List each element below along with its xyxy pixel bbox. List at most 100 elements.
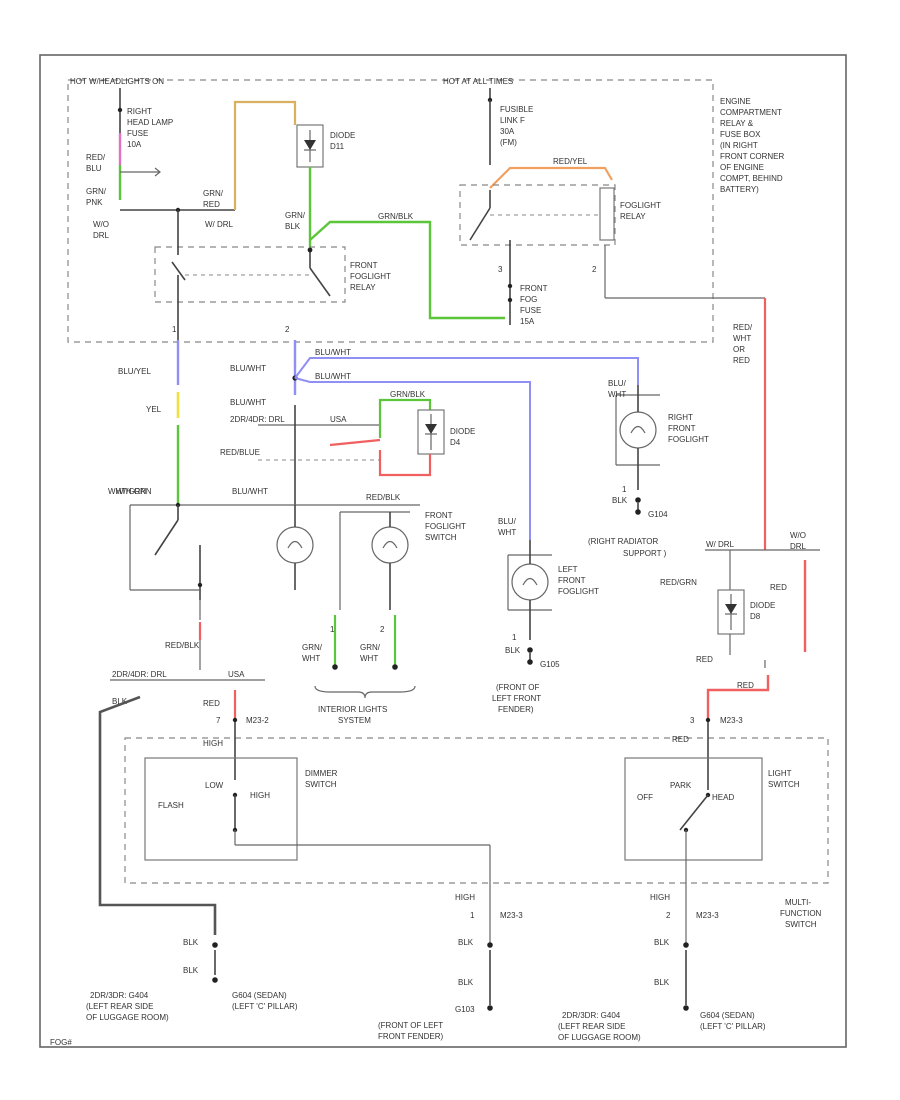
pin-label-mid: 2 [285,325,290,334]
engine-compartment-box [67,79,714,343]
dimmer-high-label: HIGH [250,791,270,800]
label-grn-red-2: RED [203,200,220,209]
label-grn-wht-1b: WHT [302,654,320,663]
ground-g5-label-1: G604 (SEDAN) [700,1011,755,1020]
interior-lights-label-1: INTERIOR LIGHTS [318,705,387,714]
engine-box-label-8: COMPT, BEHIND [720,174,783,183]
wire-grn-d4 [378,398,432,438]
label-blk-b1: BLK [183,938,199,947]
ground-g4-label-1: 2DR/3DR: G404 [562,1011,621,1020]
diode-d4-label-1: DIODE [450,427,475,436]
label-blk-b3: BLK [458,938,474,947]
label-blk-g104: BLK [612,496,628,505]
front-foglight-relay-label-2: FOGLIGHT [350,272,391,281]
ground-g5-label-2: (LEFT 'C' PILLAR) [700,1022,766,1031]
label-m23-2: M23-2 [246,716,269,725]
label-blu-wht-3: BLU/WHT [315,372,351,381]
label-hi-right: HIGH [650,893,670,902]
pin-label-lf: 1 [512,633,517,642]
label-blu-wht-lf-2: WHT [498,528,516,537]
engine-box-label-3: RELAY & [720,119,754,128]
label-blu-wht-1: BLU/WHT [230,364,266,373]
label-wo-drl-2: DRL [93,231,110,240]
ground-g4-label-2: (LEFT REAR SIDE [558,1022,625,1031]
multi-function-label-3: SWITCH [785,920,817,929]
engine-box-label-1: ENGINE [720,97,751,106]
label-grn-wht-2b: WHT [360,654,378,663]
label-blu-wht-sw: BLU/WHT [232,487,268,496]
light-switch-head-label: HEAD [712,793,734,802]
pin-label-3b: 2 [666,911,671,920]
label-hi-bottom: HIGH [455,893,475,902]
label-blk-b6: BLK [654,978,670,987]
fuse-label-line2: HEAD LAMP [127,118,173,127]
pin-label-1b: 1 [470,911,475,920]
label-blk-g105: BLK [505,646,521,655]
fuse-label-line3: FUSE [127,129,148,138]
label-usa-2: USA [228,670,245,679]
hot-headlights-on-label: HOT W/HEADLIGHTS ON [70,77,164,86]
label-red-wht-4: RED [733,356,750,365]
fuse-label-line4: 10A [127,140,142,149]
wire-blk-ground-left [98,695,217,935]
engine-box-label-4: FUSE BOX [720,130,761,139]
label-w-drl: W/ DRL [205,220,234,229]
label-blu-yel: BLU/YEL [118,367,151,376]
diagram-border [39,54,847,1048]
label-red-right: RED [737,681,754,690]
wire-blu-wht-left [294,377,531,540]
label-grn-pnk-2: PNK [86,198,103,207]
diode-d11-label-2: D11 [330,142,345,151]
ground-g1-label-2: (LEFT REAR SIDE [86,1002,153,1011]
label-red-wht-1: RED/ [733,323,753,332]
label-grn-blk-d: GRN/BLK [390,390,426,399]
label-blk-small: BLK [112,697,128,706]
wire-red-light-switch [706,675,770,720]
fusible-link-label-1: FUSIBLE [500,105,533,114]
multi-function-label-1: MULTI- [785,898,811,907]
label-red-yel: RED/YEL [553,157,588,166]
label-red-high: HIGH [203,739,223,748]
ground-g3-label-3: FRONT FENDER) [378,1032,444,1041]
front-fog-fuse-label-2: FOG [520,295,537,304]
front-foglight-switch-label-1: FRONT [425,511,453,520]
front-fog-fuse-label-1: FRONT [520,284,548,293]
label-red-blu-1: RED/ [86,153,106,162]
pin-label-left: 1 [172,325,177,334]
label-m23-b1: M23-3 [500,911,523,920]
label-g104: G104 [648,510,668,519]
label-m23-3: M23-3 [720,716,743,725]
right-front-foglight-label-3: FOGLIGHT [668,435,709,444]
pin-label-fuse-top: 3 [498,265,503,274]
ground-g2-label-1: G604 (SEDAN) [232,991,287,1000]
label-drl-note-1: 2DR/4DR: DRL [230,415,285,424]
pin-label-1c: 3 [690,716,695,725]
label-red-blue: RED/BLUE [220,448,260,457]
fuse-label-line1: RIGHT [127,107,152,116]
left-front-foglight-label-2: FRONT [558,576,586,585]
ground-g3-label-1: G103 [455,1005,475,1014]
pin-label-rf: 1 [622,485,627,494]
label-red-blk-top: RED/BLK [366,493,401,502]
front-foglight-relay-label-1: FRONT [350,261,378,270]
foglight-relay-label-2: RELAY [620,212,646,221]
diode-d4-label-2: D4 [450,438,461,447]
engine-box-label-2: COMPARTMENT [720,108,782,117]
footer-code: FOG# [50,1038,72,1047]
label-g105: G105 [540,660,560,669]
fusible-link-label-3: 30A [500,127,515,136]
label-red-blu-2: BLU [86,164,102,173]
label-red-wht-2: WHT [733,334,751,343]
multi-function-label-2: FUNCTION [780,909,822,918]
label-blk-b4: BLK [458,978,474,987]
front-foglight-relay-label-3: RELAY [350,283,376,292]
multi-function-switch-box [124,737,829,884]
label-right-radiator: (RIGHT RADIATOR [588,537,658,546]
label-red-blk-sw: RED/BLK [165,641,200,650]
label-m23-b2: M23-3 [696,911,719,920]
right-front-foglight-label-2: FRONT [668,424,696,433]
front-fog-fuse-label-3: FUSE [520,306,541,315]
pin-label-7: 7 [216,716,221,725]
label-grn-blk-2: BLK [285,222,301,231]
